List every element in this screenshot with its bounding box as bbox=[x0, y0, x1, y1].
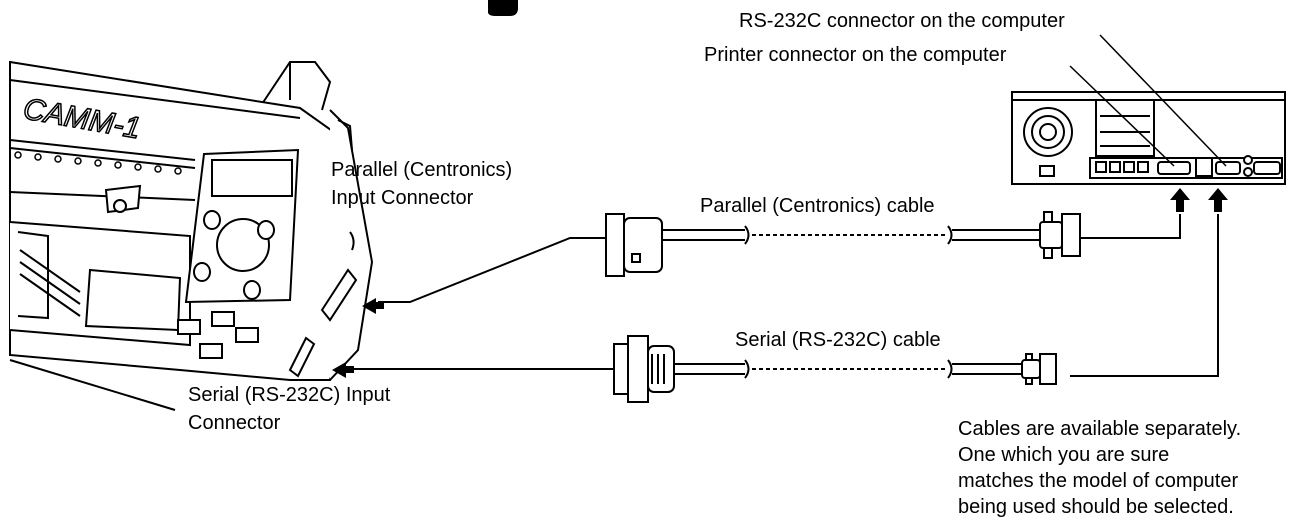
rs232c-connector-label: RS-232C connector on the computer bbox=[739, 10, 1065, 32]
parallel-cable bbox=[605, 211, 1081, 277]
camm-1-machine bbox=[9, 60, 374, 411]
parallel-left-arrow-icon bbox=[362, 298, 376, 314]
cables-note: Cables are available separately. One whi… bbox=[958, 416, 1241, 520]
serial-input-connector-label-line1: Serial (RS-232C) Input bbox=[188, 384, 391, 406]
rail-dots bbox=[14, 151, 182, 175]
serial-lead-right bbox=[1070, 214, 1219, 377]
printer-leader-line bbox=[1069, 65, 1175, 167]
computer-back-panel bbox=[1011, 91, 1286, 185]
parallel-input-connector-label-line2: Input Connector bbox=[331, 187, 474, 209]
serial-cable bbox=[613, 335, 1057, 403]
parallel-cable-label: Parallel (Centronics) cable bbox=[700, 195, 935, 217]
note-line: matches the model of computer bbox=[958, 470, 1239, 492]
serial-left-arrow-icon bbox=[332, 362, 346, 378]
title-fragment bbox=[488, 0, 518, 16]
note-line: One which you are sure bbox=[958, 444, 1170, 466]
rs232c-leader-line bbox=[1099, 34, 1227, 167]
parallel-input-connector-label-line1: Parallel (Centronics) bbox=[331, 159, 513, 181]
up-arrow-icons bbox=[1170, 188, 1228, 212]
serial-input-connector-label-line2: Connector bbox=[188, 412, 281, 434]
note-line: being used should be selected. bbox=[958, 496, 1234, 518]
parallel-lead-right bbox=[1080, 214, 1181, 239]
printer-connector-label: Printer connector on the computer bbox=[704, 44, 1007, 66]
parallel-left-arrow-stem bbox=[376, 302, 384, 309]
serial-cable-label: Serial (RS-232C) cable bbox=[735, 329, 941, 351]
parallel-lead-left bbox=[378, 237, 606, 303]
serial-left-arrow-stem bbox=[346, 366, 354, 373]
note-line: Cables are available separately. bbox=[958, 418, 1242, 440]
